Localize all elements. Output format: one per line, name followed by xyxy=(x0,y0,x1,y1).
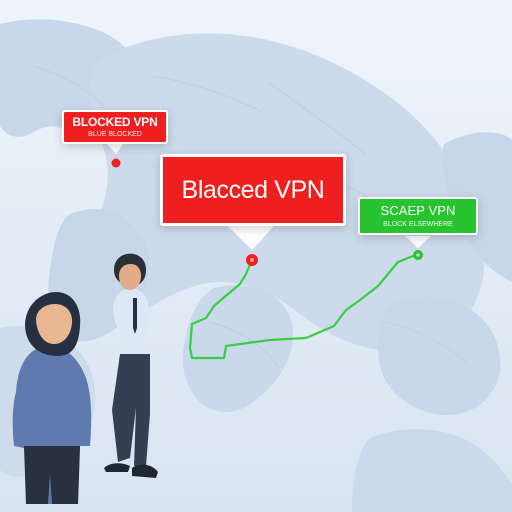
land-bottom-right xyxy=(352,429,512,512)
blocked-small-pointer xyxy=(107,144,123,154)
land-india xyxy=(182,285,294,413)
blocked-large-label: Blacced VPN xyxy=(160,154,346,226)
blocked-small-title: BLOCKED VPN xyxy=(72,115,158,129)
land-southeast-asia xyxy=(378,297,501,416)
scape-label: SCAEP VPN BLOCK ELSEWHERE xyxy=(358,197,478,235)
scape-pointer xyxy=(405,236,431,248)
person-man xyxy=(104,253,168,478)
blocked-small-label: BLOCKED VPN BLUE BLOCKED xyxy=(62,110,168,144)
route-line xyxy=(188,252,420,360)
scape-title: SCAEP VPN xyxy=(380,203,456,218)
blocked-large-pointer xyxy=(228,226,274,250)
scape-subtitle: BLOCK ELSEWHERE xyxy=(383,221,453,228)
pin-blocked-small xyxy=(111,158,121,168)
blocked-large-title: Blacced VPN xyxy=(181,175,325,204)
person-woman xyxy=(12,292,92,504)
blocked-small-subtitle: BLUE BLOCKED xyxy=(88,131,142,138)
